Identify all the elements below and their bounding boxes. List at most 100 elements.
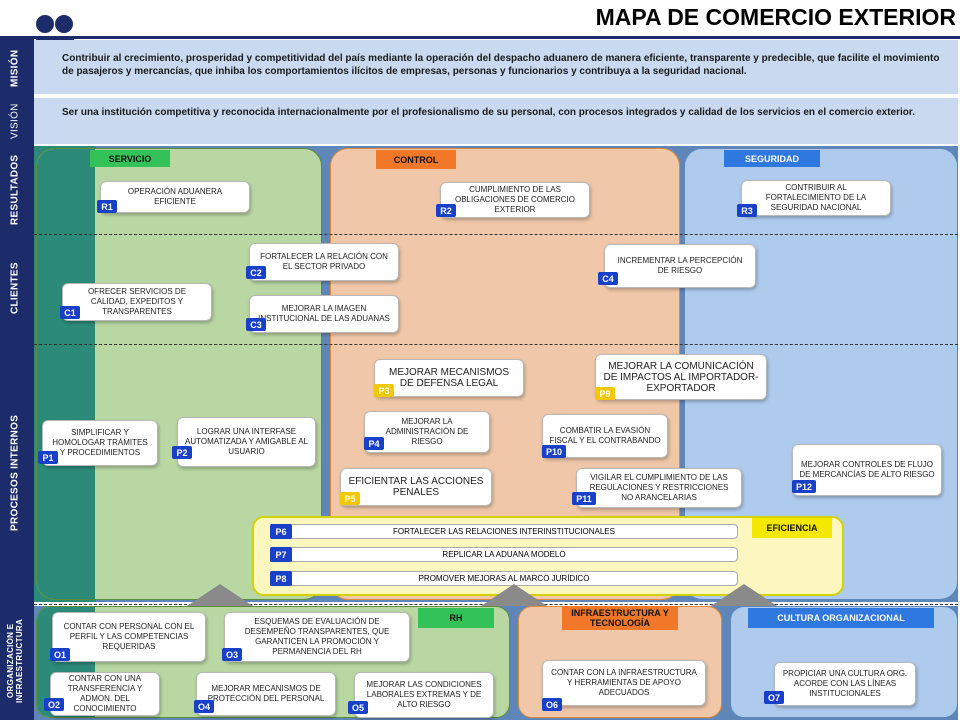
objective-tag-p5: P5	[340, 492, 360, 505]
objective-tag-o4: O4	[194, 700, 214, 713]
objective-card-c3[interactable]: MEJORAR LA IMAGEN INSTITUCIONAL DE LAS A…	[249, 295, 399, 333]
objective-text: CONTAR CON LA INFRAESTRUCTURA Y HERRAMIE…	[551, 668, 697, 697]
up-arrow-icon	[184, 584, 256, 608]
label-vision: VISIÓN	[9, 103, 21, 139]
objective-card-p12[interactable]: MEJORAR CONTROLES DE FLUJO DE MERCANCÍAS…	[792, 444, 942, 496]
objective-tag-o5: O5	[348, 701, 368, 714]
up-arrow-icon	[708, 584, 780, 608]
objective-tag-p11: P11	[572, 492, 596, 505]
objective-tag-p6: P6	[270, 524, 292, 539]
objective-card-o4[interactable]: MEJORAR MECANISMOS DE PROTECCIÓN DEL PER…	[196, 672, 336, 716]
header-cultura: CULTURA ORGANIZACIONAL	[748, 608, 934, 628]
objective-text: LOGRAR UNA INTERFASE AUTOMATIZADA Y AMIG…	[184, 427, 308, 456]
objective-tag-o6: O6	[542, 698, 562, 711]
divider-resultados-clientes	[34, 234, 958, 235]
objective-card-c4[interactable]: INCREMENTAR LA PERCEPCIÓN DE RIESGO	[604, 244, 756, 288]
objective-card-c1[interactable]: OFRECER SERVICIOS DE CALIDAD, EXPEDITOS …	[62, 283, 212, 321]
label-procesos: PROCESOS INTERNOS	[9, 414, 21, 532]
objective-tag-c4: C4	[598, 272, 618, 285]
objective-card-p11[interactable]: VIGILAR EL CUMPLIMIENTO DE LAS REGULACIO…	[576, 468, 742, 508]
objective-tag-p9: P9	[595, 387, 615, 400]
objective-card-p4[interactable]: MEJORAR LA ADMINISTRACIÓN DE RIESGO	[364, 411, 490, 453]
header-control: CONTROL	[376, 150, 456, 169]
header-divider	[0, 36, 960, 39]
objective-bar-p7[interactable]: REPLICAR LA ADUANA MODELO	[270, 547, 738, 562]
logo	[34, 14, 80, 44]
objective-card-p1[interactable]: SIMPLIFICAR Y HOMOLOGAR TRÁMITES Y PROCE…	[42, 420, 158, 466]
objective-tag-p2: P2	[172, 446, 192, 459]
objective-text: INCREMENTAR LA PERCEPCIÓN DE RIESGO	[617, 256, 743, 275]
objective-text: CONTAR CON UNA TRANSFERENCIA Y ADMON. DE…	[67, 674, 143, 713]
objective-card-o2[interactable]: CONTAR CON UNA TRANSFERENCIA Y ADMON. DE…	[50, 672, 160, 716]
objective-tag-o2: O2	[44, 698, 64, 711]
objective-card-o6[interactable]: CONTAR CON LA INFRAESTRUCTURA Y HERRAMIE…	[542, 660, 706, 706]
objective-text: SIMPLIFICAR Y HOMOLOGAR TRÁMITES Y PROCE…	[52, 428, 148, 457]
objective-text: OPERACIÓN ADUANERA EFICIENTE	[127, 187, 223, 206]
objective-text: CONTRIBUIR AL FORTALECIMIENTO DE LA SEGU…	[765, 183, 867, 212]
mission-text: Contribuir al crecimiento, prosperidad y…	[62, 53, 940, 77]
objective-bar-p6[interactable]: FORTALECER LAS RELACIONES INTERINSTITUCI…	[270, 524, 738, 539]
objective-card-o7[interactable]: PROPICIAR UNA CULTURA ORG. ACORDE CON LA…	[774, 662, 916, 706]
objective-card-p9[interactable]: MEJORAR LA COMUNICACIÓN DE IMPACTOS AL I…	[595, 354, 767, 400]
divider-clientes-procesos	[34, 344, 958, 345]
objective-tag-p1: P1	[38, 451, 58, 464]
servicio-teal-strip	[37, 149, 95, 599]
objective-text: ESQUEMAS DE EVALUACIÓN DE DESEMPEÑO TRAN…	[244, 617, 390, 656]
objective-text: PROPICIAR UNA CULTURA ORG. ACORDE CON LA…	[782, 669, 908, 698]
objective-text: MEJORAR LA ADMINISTRACIÓN DE RIESGO	[385, 417, 469, 446]
objective-text: VIGILAR EL CUMPLIMIENTO DE LAS REGULACIO…	[589, 473, 729, 502]
objective-card-r1[interactable]: OPERACIÓN ADUANERA EFICIENTE	[100, 181, 250, 213]
page-title: MAPA DE COMERCIO EXTERIOR	[595, 4, 956, 30]
vision-text: Ser una institución competitiva y recono…	[62, 107, 916, 118]
objective-tag-r1: R1	[97, 200, 117, 213]
objective-tag-p4: P4	[364, 437, 384, 450]
objective-tag-p12: P12	[792, 480, 816, 493]
objective-card-p3[interactable]: MEJORAR MECANISMOS DE DEFENSA LEGAL	[374, 359, 524, 397]
objective-text: CONTAR CON PERSONAL CON EL PERFIL Y LAS …	[63, 622, 195, 651]
objective-card-r3[interactable]: CONTRIBUIR AL FORTALECIMIENTO DE LA SEGU…	[741, 180, 891, 216]
header-infra: INFRAESTRUCTURA Y TECNOLOGÍA	[562, 606, 678, 630]
objective-text: MEJORAR LA COMUNICACIÓN DE IMPACTOS AL I…	[603, 360, 759, 394]
objective-card-o5[interactable]: MEJORAR LAS CONDICIONES LABORALES EXTREM…	[354, 672, 494, 718]
objective-text: MEJORAR MECANISMOS DE PROTECCIÓN DEL PER…	[207, 684, 325, 703]
objective-text: CUMPLIMIENTO DE LAS OBLIGACIONES DE COME…	[454, 185, 576, 214]
objective-tag-p7: P7	[270, 547, 292, 562]
header-servicio: SERVICIO	[90, 150, 170, 167]
objective-card-r2[interactable]: CUMPLIMIENTO DE LAS OBLIGACIONES DE COME…	[440, 182, 590, 218]
objective-tag-p3: P3	[374, 384, 394, 397]
objective-tag-c2: C2	[246, 266, 266, 279]
header-rh: RH	[418, 608, 494, 628]
objective-card-c2[interactable]: FORTALECER LA RELACIÓN CON EL SECTOR PRI…	[249, 243, 399, 281]
vision-box	[34, 98, 958, 144]
objective-tag-p8: P8	[270, 571, 292, 586]
objective-card-p5[interactable]: EFICIENTAR LAS ACCIONES PENALES	[340, 468, 492, 506]
objective-text: OFRECER SERVICIOS DE CALIDAD, EXPEDITOS …	[87, 287, 187, 316]
objective-card-o3[interactable]: ESQUEMAS DE EVALUACIÓN DE DESEMPEÑO TRAN…	[224, 612, 410, 662]
objective-text: MEJORAR MECANISMOS DE DEFENSA LEGAL	[388, 367, 509, 389]
objective-tag-p10: P10	[542, 445, 566, 458]
header-eficiencia: EFICIENCIA	[752, 518, 832, 538]
mission-box	[34, 40, 958, 94]
objective-card-p2[interactable]: LOGRAR UNA INTERFASE AUTOMATIZADA Y AMIG…	[177, 417, 316, 467]
objective-text: COMBATIR LA EVASIÓN FISCAL Y EL CONTRABA…	[549, 426, 661, 445]
objective-text: EFICIENTAR LAS ACCIONES PENALES	[348, 476, 484, 498]
objective-text: FORTALECER LAS RELACIONES INTERINSTITUCI…	[393, 527, 615, 536]
objective-text: REPLICAR LA ADUANA MODELO	[442, 550, 566, 559]
objective-text: MEJORAR LAS CONDICIONES LABORALES EXTREM…	[366, 680, 482, 709]
objective-tag-o1: O1	[50, 648, 70, 661]
objective-tag-o3: O3	[222, 648, 242, 661]
perspective-sidebar	[0, 39, 34, 720]
objective-tag-c1: C1	[60, 306, 80, 319]
label-organizacion: ORGANIZACIÓN E INFRAESTRUCTURA	[6, 618, 24, 704]
up-arrow-icon	[478, 584, 550, 608]
objective-card-o1[interactable]: CONTAR CON PERSONAL CON EL PERFIL Y LAS …	[52, 612, 206, 662]
objective-text: FORTALECER LA RELACIÓN CON EL SECTOR PRI…	[260, 252, 388, 271]
label-clientes: CLIENTES	[9, 262, 21, 314]
label-resultados: RESULTADOS	[9, 154, 21, 226]
objective-text: MEJORAR CONTROLES DE FLUJO DE MERCANCÍAS…	[799, 460, 935, 479]
objective-tag-o7: O7	[764, 691, 784, 704]
header-seguridad: SEGURIDAD	[724, 150, 820, 167]
objective-tag-c3: C3	[246, 318, 266, 331]
objective-tag-r3: R3	[737, 204, 757, 217]
objective-text: MEJORAR LA IMAGEN INSTITUCIONAL DE LAS A…	[258, 304, 390, 323]
